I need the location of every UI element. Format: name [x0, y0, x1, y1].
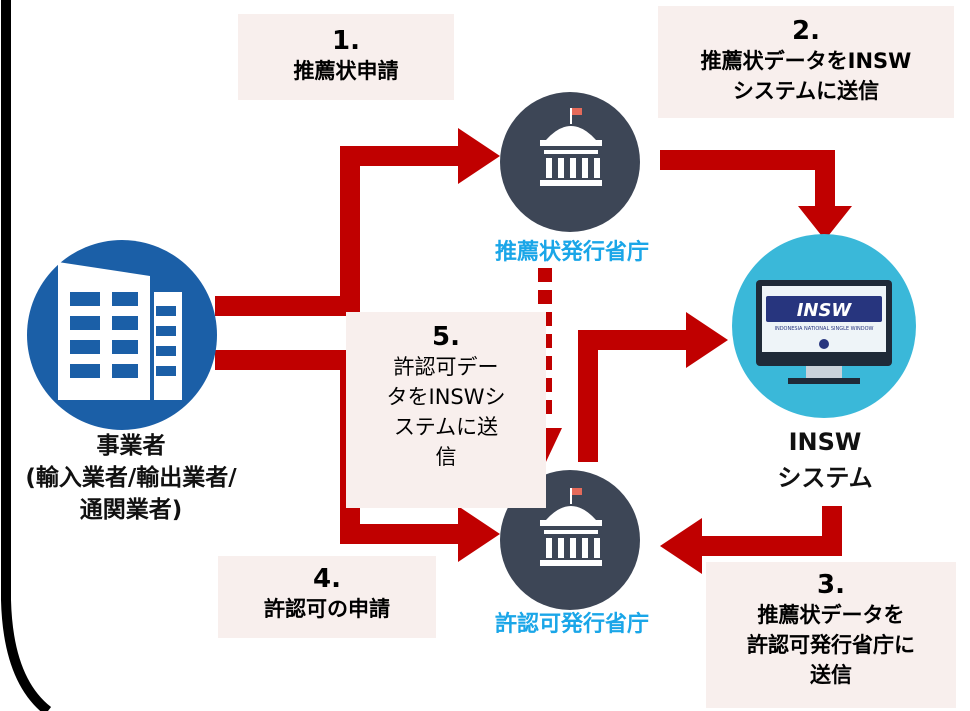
step-1-number: 1.: [332, 26, 360, 56]
step-1-note: 1. 推薦状申請: [238, 14, 454, 100]
insw-computer-icon: INSW INDONESIA NATIONAL SINGLE WINDOW: [732, 234, 916, 418]
insw-label-line-1: INSW: [788, 428, 862, 456]
insw-screen-caption: INDONESIA NATIONAL SINGLE WINDOW: [774, 326, 873, 332]
business-label: 事業者 (輸入業者/輸出業者/ 通関業者): [6, 430, 256, 526]
step-2-line-1: 推薦状データをINSW: [700, 49, 912, 73]
arrow-step5: [578, 312, 728, 462]
step-3-number: 3.: [817, 570, 845, 600]
building-icon: [27, 240, 217, 430]
recommend-agency-label: 推薦状発行省庁: [494, 240, 649, 265]
permit-agency-label: 許認可発行省庁: [494, 612, 649, 637]
arrow-step3: [660, 506, 842, 574]
business-label-line-3: 通関業者): [79, 497, 183, 523]
step-5-line-3: ステムに送: [393, 415, 499, 439]
arrow-step1: [215, 128, 500, 316]
step-5-line-4: 信: [435, 445, 457, 469]
step-2-note: 2. 推薦状データをINSW システムに送信: [658, 6, 954, 118]
step-4-number: 4.: [313, 564, 341, 594]
business-label-line-1: 事業者: [96, 433, 166, 459]
step-3-line-2: 許認可発行省庁に: [747, 633, 915, 657]
step-1-text: 推薦状申請: [293, 59, 399, 83]
business-label-line-2: (輸入業者/輸出業者/: [25, 465, 237, 491]
step-2-number: 2.: [792, 16, 820, 46]
government-building-icon: [500, 92, 640, 232]
step-5-note: 5. 許認可デー タをINSWシ ステムに送 信: [346, 312, 546, 508]
insw-label: INSW システム: [740, 424, 910, 496]
step-5-number: 5.: [432, 322, 460, 352]
insw-screen-logo: INSW: [797, 300, 853, 321]
step-3-note: 3. 推薦状データを 許認可発行省庁に 送信: [706, 562, 956, 708]
step-3-line-1: 推薦状データを: [757, 603, 905, 627]
step-3-line-3: 送信: [810, 663, 852, 687]
step-5-line-2: タをINSWシ: [386, 385, 506, 409]
step-5-line-1: 許認可デー: [393, 355, 499, 379]
page-border: [0, 0, 52, 711]
insw-label-line-2: システム: [777, 464, 873, 492]
arrow-step2: [660, 150, 852, 240]
step-2-line-2: システムに送信: [732, 79, 880, 103]
step-4-text: 許認可の申請: [264, 597, 390, 621]
step-4-note: 4. 許認可の申請: [218, 556, 436, 638]
